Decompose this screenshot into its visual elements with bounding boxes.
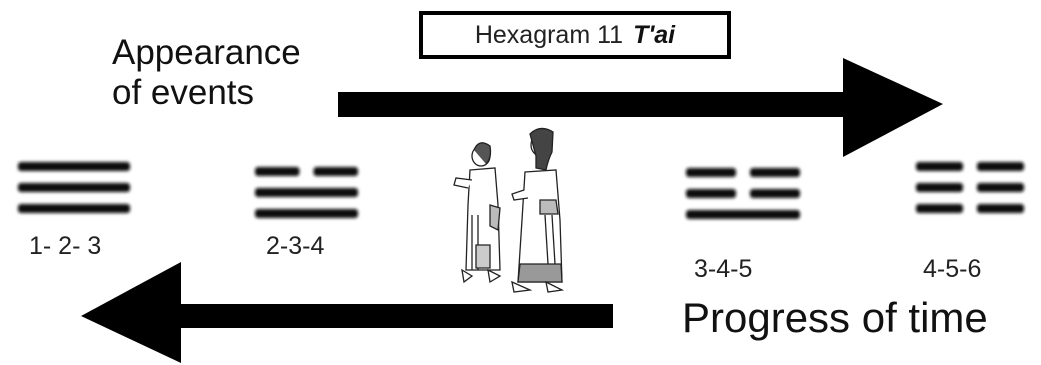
trigram-label-4: 4-5-6 (923, 255, 982, 283)
trigram-label-1: 1- 2- 3 (29, 232, 102, 260)
trigram-2 (255, 167, 358, 218)
right-figure (511, 127, 565, 293)
broken-line-segment (750, 189, 800, 198)
trigram-4 (916, 162, 1024, 213)
solid-line (255, 188, 358, 197)
trigram-3 (686, 168, 800, 219)
broken-line-segment (977, 162, 1024, 171)
trigram-1 (18, 162, 130, 213)
assyrian-figures-illustration (453, 127, 565, 293)
broken-line-segment (977, 183, 1024, 192)
broken-line-segment (916, 162, 963, 171)
solid-line (255, 209, 358, 218)
solid-line (686, 210, 800, 219)
broken-line-segment (313, 167, 358, 176)
title-text: Hexagram 11 (474, 20, 624, 49)
broken-line-segment (977, 204, 1024, 213)
solid-line (18, 204, 130, 213)
left-figure (453, 142, 502, 284)
title-box: Hexagram 11 T'ai (419, 11, 731, 59)
progress-arrow (81, 262, 613, 363)
solid-line (18, 183, 130, 192)
trigram-label-2: 2-3-4 (266, 232, 325, 260)
appearance-arrow (338, 58, 943, 157)
broken-line-segment (916, 204, 963, 213)
trigram-label-3: 3-4-5 (694, 255, 753, 283)
progress-label: Progress of time (682, 294, 988, 341)
broken-line-segment (916, 183, 963, 192)
appearance-label: Appearance of events (112, 33, 301, 113)
appearance-label-line1: Appearance (112, 33, 301, 72)
trigram-group (18, 162, 1024, 219)
appearance-label-line2: of events (112, 73, 255, 112)
solid-line (18, 162, 130, 171)
broken-line-segment (255, 167, 300, 176)
broken-line-segment (750, 168, 800, 177)
broken-line-segment (686, 168, 736, 177)
title-emphasis: T'ai (633, 20, 676, 49)
broken-line-segment (686, 189, 736, 198)
